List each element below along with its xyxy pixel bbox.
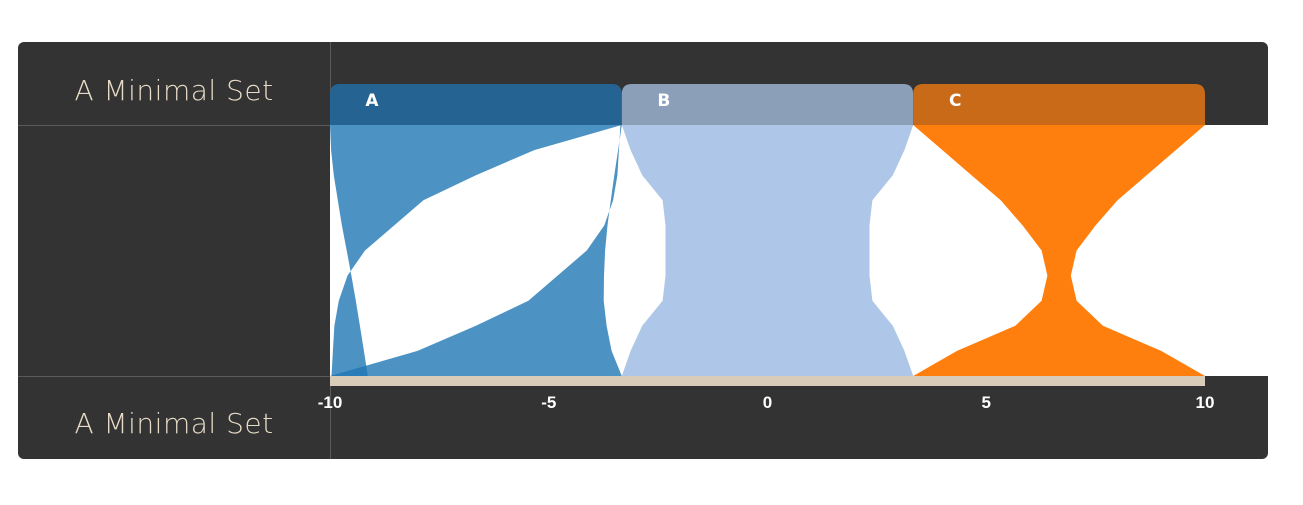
set-header-C — [913, 84, 1205, 125]
bottom-row-title: A Minimal Set — [74, 407, 274, 440]
x-axis-bar — [330, 376, 1205, 386]
violin-B-lobe-1 — [621, 125, 914, 376]
set-label-B: B — [657, 91, 670, 111]
x-tick-label: 5 — [982, 393, 991, 412]
set-label-A: A — [365, 91, 379, 111]
top-row-title: A Minimal Set — [74, 74, 274, 107]
x-tick-label: 0 — [763, 393, 772, 412]
violin-A-lobe-1 — [330, 125, 622, 376]
violin-A-lobe-2 — [330, 125, 622, 376]
set-label-C: C — [949, 91, 961, 111]
set-header-A — [330, 84, 622, 125]
row-divider-bottom — [18, 376, 330, 377]
set-header-B — [621, 84, 914, 125]
x-tick-label: -10 — [318, 393, 343, 412]
row-divider-top — [18, 125, 330, 126]
x-tick-label: -5 — [541, 393, 556, 412]
bottom-row-panel — [18, 376, 1268, 459]
violin-C-lobe-1 — [913, 125, 1205, 376]
left-row-panel — [18, 125, 330, 376]
x-tick-label: 10 — [1196, 393, 1215, 412]
